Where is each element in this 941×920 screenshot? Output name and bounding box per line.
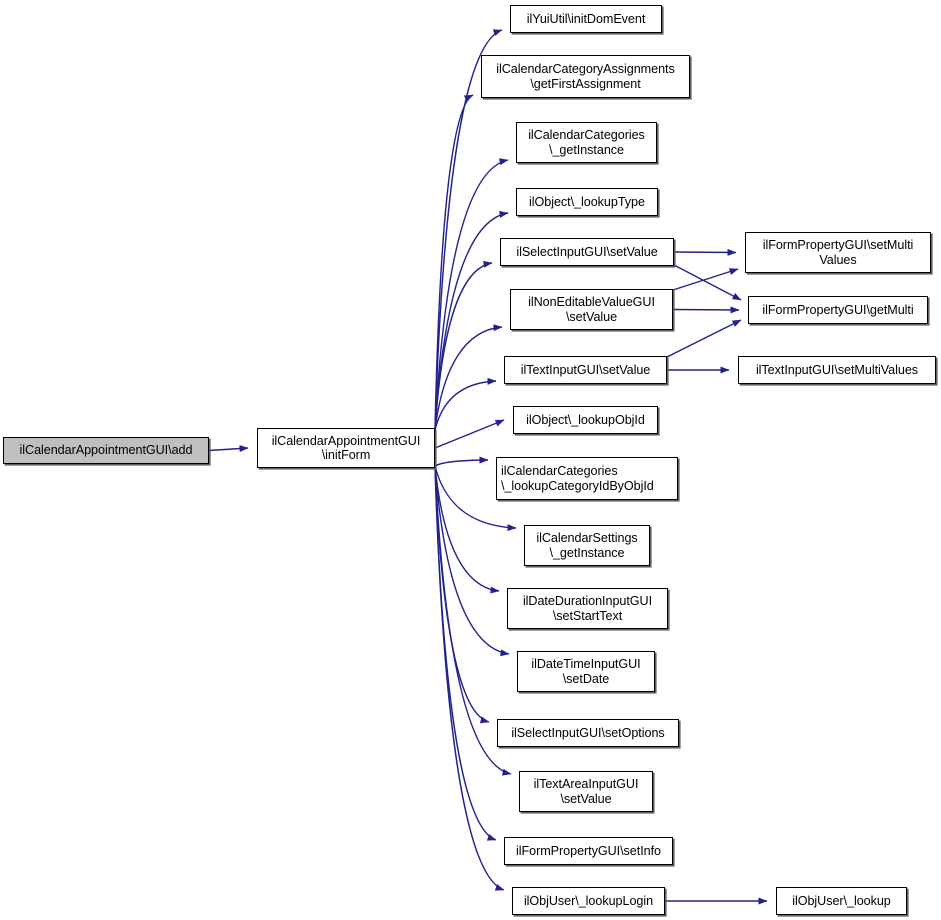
graph-node-label: ilDateTimeInputGUI \setDate (531, 657, 641, 686)
graph-node-setDate[interactable]: ilDateTimeInputGUI \setDate (517, 651, 655, 692)
graph-node-label: ilFormPropertyGUI\setMulti Values (762, 238, 914, 267)
graph-node-label: ilObjUser\_lookupLogin (523, 893, 654, 908)
graph-node-lookupLogin[interactable]: ilObjUser\_lookupLogin (512, 887, 665, 915)
graph-edge-selSetValue-to-getMulti (673, 264, 742, 301)
graph-edge-initForm-to-lookupCatById (434, 456, 489, 467)
graph-node-getMulti[interactable]: ilFormPropertyGUI\getMulti (748, 296, 928, 324)
graph-node-label: ilTextInputGUI\setMultiValues (755, 362, 919, 377)
graph-edge-nonEditSetVal-to-setMultiValues (672, 268, 739, 291)
graph-node-setMultiValues[interactable]: ilFormPropertyGUI\setMulti Values (745, 232, 931, 273)
graph-node-setInfo[interactable]: ilFormPropertyGUI\setInfo (504, 837, 673, 865)
graph-edge-initForm-to-lookupLogin (434, 465, 505, 891)
graph-node-lookupCatById[interactable]: ilCalendarCategories \_lookupCategoryIdB… (496, 457, 678, 500)
graph-node-getFirstAssign[interactable]: ilCalendarCategoryAssignments \getFirstA… (481, 55, 690, 98)
graph-node-label: ilCalendarAppointmentGUI\add (19, 443, 193, 458)
graph-node-label: ilFormPropertyGUI\setInfo (515, 843, 662, 858)
graph-node-label: ilYuiUtil\initDomEvent (526, 11, 646, 26)
graph-edge-selSetValue-to-setMultiValues (673, 248, 737, 256)
graph-node-label: ilCalendarAppointmentGUI \initForm (271, 433, 421, 462)
graph-edge-nonEditSetVal-to-getMulti (672, 306, 740, 314)
graph-node-label: ilObjUser\_lookup (792, 893, 891, 908)
graph-edge-initForm-to-nonEditSetVal (434, 324, 503, 431)
graph-node-catGetInst[interactable]: ilCalendarCategories \_getInstance (516, 122, 657, 163)
graph-node-setOptions[interactable]: ilSelectInputGUI\setOptions (497, 719, 679, 747)
graph-edge-initForm-to-selSetValue (434, 260, 493, 431)
graph-node-label: ilSelectInputGUI\setOptions (511, 725, 665, 740)
graph-node-label: ilSelectInputGUI\setValue (516, 244, 658, 259)
graph-node-lookupObjId[interactable]: ilObject\_lookupObjId (513, 406, 658, 434)
graph-node-txtSetMultiVal[interactable]: ilTextInputGUI\setMultiValues (738, 356, 936, 384)
graph-edge-initForm-to-setInfo (434, 465, 497, 841)
graph-node-label: ilObject\_lookupObjId (526, 412, 645, 427)
graph-edge-textSetValue-to-getMulti (666, 319, 742, 358)
graph-edge-initForm-to-getFirstAssign (434, 94, 474, 431)
graph-edge-initForm-to-lookupType (434, 210, 509, 431)
graph-edge-initForm-to-textSetValue (434, 377, 497, 431)
graph-node-label: ilTextAreaInputGUI \setValue (533, 777, 639, 806)
graph-node-label: ilCalendarCategoryAssignments \getFirstA… (496, 62, 675, 91)
graph-edge-initForm-to-lookupObjId (434, 419, 505, 449)
graph-node-setStartText[interactable]: ilDateDurationInputGUI \setStartText (507, 588, 668, 629)
graph-node-label: ilTextInputGUI\setValue (520, 362, 651, 377)
graph-node-add[interactable]: ilCalendarAppointmentGUI\add (3, 437, 209, 464)
graph-node-label: ilCalendarCategories \_getInstance (528, 128, 645, 157)
graph-edge-initForm-to-setOptions (434, 465, 490, 724)
graph-edge-initForm-to-catGetInst (434, 158, 509, 431)
graph-node-label: ilNonEditableValueGUI \setValue (528, 295, 655, 324)
graph-node-initDomEvent[interactable]: ilYuiUtil\initDomEvent (510, 5, 662, 33)
graph-node-label: ilCalendarCategories \_lookupCategoryIdB… (501, 464, 654, 493)
graph-node-initForm[interactable]: ilCalendarAppointmentGUI \initForm (257, 428, 435, 468)
graph-node-label: ilFormPropertyGUI\getMulti (762, 302, 914, 317)
graph-node-nonEditSetVal[interactable]: ilNonEditableValueGUI \setValue (510, 289, 673, 330)
graph-edge-add-to-initForm (208, 445, 249, 453)
graph-node-lookupType[interactable]: ilObject\_lookupType (516, 188, 658, 216)
graph-node-label: ilObject\_lookupType (529, 194, 645, 209)
graph-node-label: ilCalendarSettings \_getInstance (536, 531, 638, 560)
graph-node-objUserLookup[interactable]: ilObjUser\_lookup (776, 887, 907, 915)
graph-node-label: ilDateDurationInputGUI \setStartText (522, 594, 653, 623)
graph-edge-initForm-to-setStartText (434, 465, 500, 594)
graph-node-selSetValue[interactable]: ilSelectInputGUI\setValue (500, 238, 674, 266)
graph-node-textSetValue[interactable]: ilTextInputGUI\setValue (504, 356, 667, 384)
graph-node-setGetInst[interactable]: ilCalendarSettings \_getInstance (524, 525, 650, 566)
graph-node-areaSetValue[interactable]: ilTextAreaInputGUI \setValue (519, 771, 653, 812)
